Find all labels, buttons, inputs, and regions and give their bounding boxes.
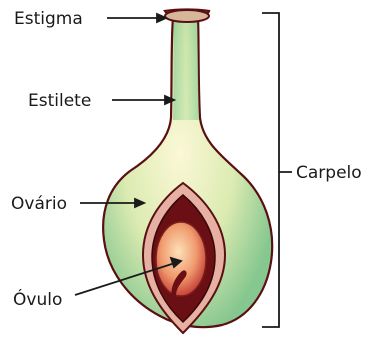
ovule-label: Óvulo: [13, 288, 62, 310]
ovule-shape: [156, 222, 206, 296]
style-label: Estilete: [28, 91, 91, 111]
ovary-label: Ovário: [11, 194, 67, 214]
stigma-label: Estigma: [14, 9, 83, 29]
style-neck: [173, 20, 199, 120]
stigma-shape: [165, 10, 209, 22]
carpel-label: Carpelo: [296, 163, 362, 183]
